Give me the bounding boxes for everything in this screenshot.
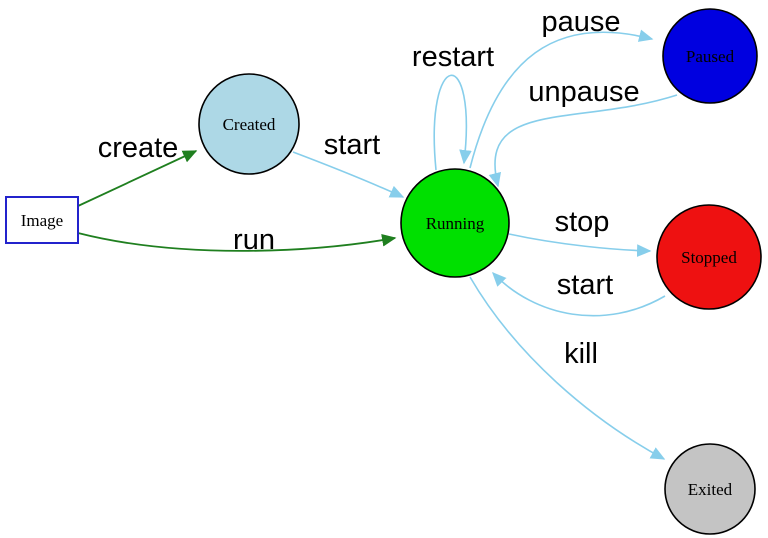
edge-label-restart: restart bbox=[412, 41, 494, 73]
node-paused-circle bbox=[662, 8, 758, 104]
edge-unpause-path bbox=[488, 94, 678, 188]
node-image-box bbox=[5, 196, 79, 244]
node-created: Created bbox=[198, 73, 300, 175]
node-exited-circle bbox=[664, 443, 756, 535]
edge-label-start-created: start bbox=[324, 129, 380, 161]
edge-label-unpause: unpause bbox=[528, 76, 639, 108]
node-paused: Paused bbox=[662, 8, 758, 104]
node-running: Running bbox=[400, 168, 510, 278]
edge-label-start-stopped: start bbox=[557, 269, 613, 301]
node-image: Image bbox=[5, 196, 79, 244]
node-paused-label: Paused bbox=[686, 47, 735, 66]
edge-start-stopped-path bbox=[492, 271, 666, 317]
edge-start-created-path bbox=[292, 151, 405, 198]
edge-label-stop: stop bbox=[555, 206, 610, 238]
node-stopped-circle bbox=[656, 204, 762, 310]
edge-label-create: create bbox=[98, 132, 179, 164]
edge-pause-path bbox=[469, 29, 654, 169]
edge-create-path bbox=[77, 150, 198, 207]
edge-kill-path bbox=[469, 276, 666, 460]
node-created-label: Created bbox=[223, 115, 276, 134]
node-stopped-label: Stopped bbox=[681, 248, 737, 267]
node-stopped: Stopped bbox=[656, 204, 762, 310]
node-image-label: Image bbox=[21, 211, 63, 230]
node-running-circle bbox=[400, 168, 510, 278]
edge-run-path bbox=[77, 232, 397, 252]
edge-label-pause: pause bbox=[541, 6, 620, 38]
edge-label-run: run bbox=[233, 224, 275, 256]
node-exited-label: Exited bbox=[688, 480, 733, 499]
edge-label-kill: kill bbox=[564, 338, 598, 370]
node-running-label: Running bbox=[426, 214, 485, 233]
edge-stop-path bbox=[508, 233, 652, 257]
node-created-circle bbox=[198, 73, 300, 175]
node-exited: Exited bbox=[664, 443, 756, 535]
edge-restart-path bbox=[433, 74, 472, 171]
